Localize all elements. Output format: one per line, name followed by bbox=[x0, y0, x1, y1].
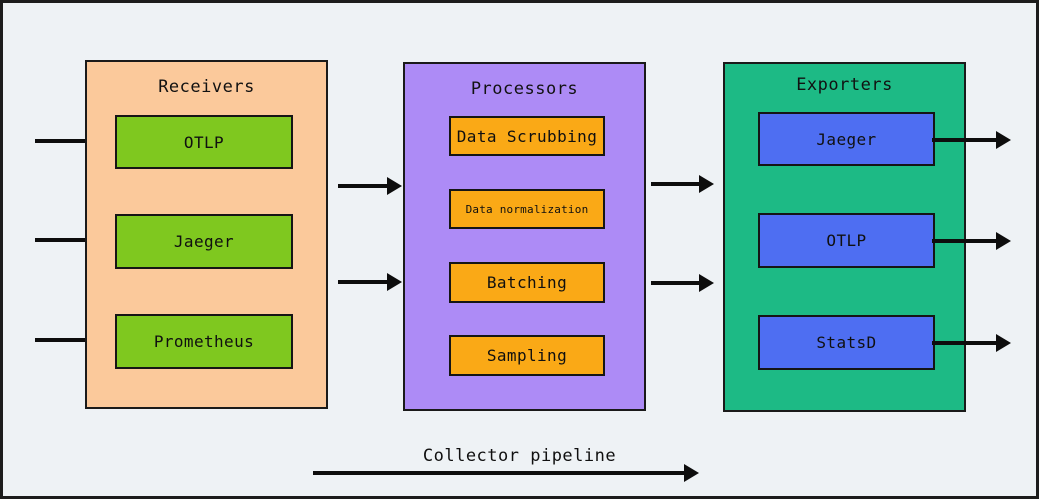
node-processor-sampling-label: Sampling bbox=[486, 346, 568, 365]
processors-to-exporters-head-1 bbox=[699, 175, 714, 193]
receivers-to-processors-head-1 bbox=[387, 177, 402, 195]
node-exporter-jaeger[interactable]: Jaeger bbox=[758, 112, 935, 166]
node-processor-sampling[interactable]: Sampling bbox=[449, 335, 605, 376]
group-exporters[interactable]: Exporters Jaeger OTLP StatsD bbox=[723, 62, 966, 412]
ingress-arrow-line-1 bbox=[35, 139, 111, 143]
node-processor-data-normalization[interactable]: Data normalization bbox=[449, 189, 605, 229]
receivers-to-processors-head-2 bbox=[387, 273, 402, 291]
node-exporter-otlp[interactable]: OTLP bbox=[758, 213, 935, 268]
group-processors-title: Processors bbox=[470, 79, 579, 99]
pipeline-arrow-head bbox=[684, 464, 699, 482]
processors-to-exporters-head-2 bbox=[699, 274, 714, 292]
node-receiver-jaeger-label: Jaeger bbox=[173, 232, 235, 251]
group-processors[interactable]: Processors Data Scrubbing Data normaliza… bbox=[403, 62, 646, 411]
processors-to-exporters-line-2 bbox=[651, 281, 702, 285]
node-receiver-prometheus[interactable]: Prometheus bbox=[115, 314, 293, 369]
node-processor-batching-label: Batching bbox=[486, 273, 568, 292]
node-receiver-prometheus-label: Prometheus bbox=[153, 332, 255, 351]
node-processor-data-scrubbing[interactable]: Data Scrubbing bbox=[449, 116, 605, 156]
node-exporter-otlp-label: OTLP bbox=[826, 231, 867, 250]
pipeline-arrow-line bbox=[313, 471, 687, 475]
pipeline-caption: Collector pipeline bbox=[422, 446, 617, 466]
egress-arrow-line-2 bbox=[932, 239, 1000, 243]
group-receivers[interactable]: Receivers OTLP Jaeger Prometheus bbox=[85, 60, 328, 409]
group-receivers-title: Receivers bbox=[158, 77, 255, 97]
node-exporter-statsd[interactable]: StatsD bbox=[758, 315, 935, 370]
node-exporter-jaeger-label: Jaeger bbox=[816, 129, 877, 149]
node-receiver-otlp[interactable]: OTLP bbox=[115, 115, 293, 169]
egress-arrow-head-3 bbox=[996, 334, 1011, 352]
receivers-to-processors-line-2 bbox=[338, 280, 390, 284]
egress-arrow-line-1 bbox=[932, 138, 1000, 142]
egress-arrow-head-2 bbox=[996, 232, 1011, 250]
node-processor-batching[interactable]: Batching bbox=[449, 262, 605, 303]
processors-to-exporters-line-1 bbox=[651, 182, 702, 186]
node-exporter-statsd-label: StatsD bbox=[816, 333, 877, 352]
ingress-arrow-line-3 bbox=[35, 338, 111, 342]
node-processor-data-scrubbing-label: Data Scrubbing bbox=[456, 126, 598, 146]
receivers-to-processors-line-1 bbox=[338, 184, 390, 188]
group-exporters-title: Exporters bbox=[796, 75, 893, 95]
egress-arrow-head-1 bbox=[996, 131, 1011, 149]
ingress-arrow-line-2 bbox=[35, 238, 111, 242]
egress-arrow-line-3 bbox=[932, 341, 1000, 345]
node-receiver-otlp-label: OTLP bbox=[183, 132, 225, 152]
node-processor-data-normalization-label: Data normalization bbox=[465, 202, 589, 216]
node-receiver-jaeger[interactable]: Jaeger bbox=[115, 214, 293, 269]
